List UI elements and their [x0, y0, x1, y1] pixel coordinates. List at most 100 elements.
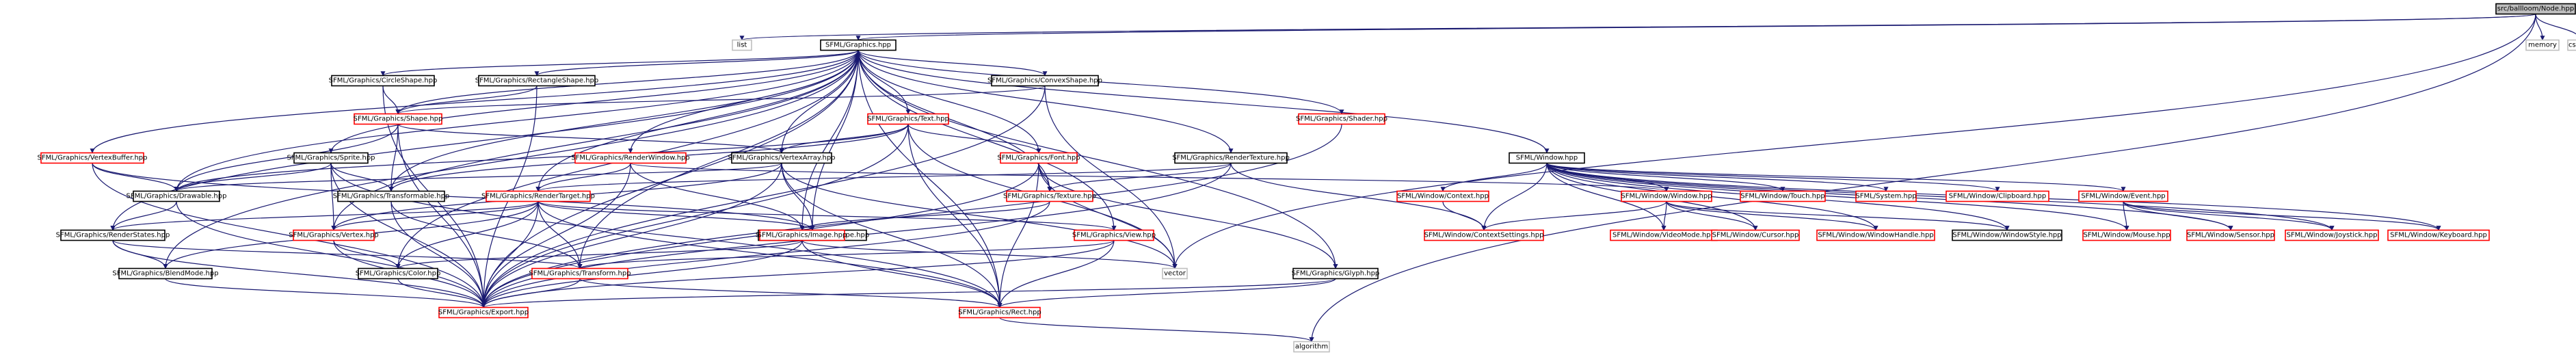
- edge-path: [534, 49, 859, 77]
- node-transformable[interactable]: SFML/Graphics/Transformable.hpp: [333, 190, 450, 202]
- node-box: [1711, 229, 1800, 241]
- edge-path: [858, 50, 1550, 154]
- edge-view-to-transform: [577, 239, 1115, 269]
- edge-vertex-to-color: [333, 240, 401, 269]
- edge-renderwindow-to-image: [630, 163, 805, 231]
- node-label: SFML/Graphics/Transformable.hpp: [333, 193, 450, 200]
- node-label: SFML/Graphics/RenderStates.hpp: [56, 232, 170, 239]
- edge-renderstates-to-export: [112, 240, 486, 308]
- node-convexshape[interactable]: SFML/Graphics/ConvexShape.hpp: [987, 75, 1102, 87]
- edge-path: [537, 200, 815, 231]
- node-label: SFML/Window/Cursor.hpp: [1712, 232, 1799, 239]
- node-wwindowstyle[interactable]: SFML/Window/WindowStyle.hpp: [1952, 229, 2062, 241]
- edge-root-to-graphics: [856, 13, 2536, 41]
- node-system[interactable]: SFML/System.hpp: [1855, 190, 1917, 202]
- node-export[interactable]: SFML/Graphics/Export.hpp: [438, 306, 529, 319]
- edge-path: [2123, 200, 2335, 231]
- edge-font-to-rect: [997, 163, 1039, 308]
- node-label: SFML/Window/Joystick.hpp: [2287, 232, 2378, 239]
- edge-graphics-to-sprite: [328, 50, 859, 154]
- node-label: SFML/Window.hpp: [1516, 155, 1578, 162]
- node-wwindow[interactable]: SFML/Window/Window.hpp: [1621, 190, 1712, 202]
- node-wcursor[interactable]: SFML/Window/Cursor.hpp: [1711, 229, 1800, 241]
- node-box: [2082, 229, 2171, 241]
- node-wclipboard[interactable]: SFML/Window/Clipboard.hpp: [1946, 190, 2049, 202]
- edge-path: [395, 85, 1046, 115]
- node-wkeyboard[interactable]: SFML/Window/Keyboard.hpp: [2387, 229, 2490, 241]
- node-box: [358, 267, 438, 280]
- node-wvideomode[interactable]: SFML/Window/VideoMode.hpp: [1610, 229, 1718, 241]
- node-renderstates[interactable]: SFML/Graphics/RenderStates.hpp: [56, 229, 170, 241]
- edge-sprite-to-transformable: [330, 163, 394, 192]
- node-wcontextsettings[interactable]: SFML/Window/ContextSettings.hpp: [1424, 229, 1544, 241]
- node-vertex[interactable]: SFML/Graphics/Vertex.hpp: [289, 229, 379, 241]
- edge-path: [1546, 162, 2126, 192]
- node-font[interactable]: SFML/Graphics/Font.hpp: [997, 152, 1080, 164]
- node-wcontext[interactable]: SFML/Window/Context.hpp: [1396, 190, 1489, 202]
- node-window[interactable]: SFML/Window.hpp: [1509, 152, 1585, 164]
- node-wsensor[interactable]: SFML/Window/Sensor.hpp: [2186, 229, 2275, 241]
- node-box: [1424, 229, 1544, 241]
- node-shader[interactable]: SFML/Graphics/Shader.hpp: [1296, 113, 1387, 125]
- edge-vertexbuffer-to-drawable: [92, 163, 179, 192]
- node-rectshape[interactable]: SFML/Graphics/RectangleShape.hpp: [475, 75, 599, 87]
- node-label: list: [737, 42, 747, 49]
- node-wmouse[interactable]: SFML/Window/Mouse.hpp: [2082, 229, 2171, 241]
- edge-path: [1481, 163, 1548, 231]
- node-wevent[interactable]: SFML/Window/Event.hpp: [2078, 190, 2168, 202]
- edge-convexshape-to-vector: [1044, 85, 1178, 269]
- node-sprite[interactable]: SFML/Graphics/Sprite.hpp: [287, 152, 375, 164]
- edge-path: [1546, 163, 2129, 231]
- node-vector[interactable]: vector: [1162, 267, 1188, 280]
- edge-transformable-to-export: [390, 201, 486, 308]
- edge-path: [1047, 163, 1232, 192]
- node-text[interactable]: SFML/Graphics/Text.hpp: [867, 113, 949, 125]
- edge-path: [331, 200, 539, 231]
- node-root[interactable]: src/ballloom/Node.hpp: [2495, 3, 2576, 15]
- node-algorithm[interactable]: algorithm: [1293, 341, 1330, 353]
- edge-path: [92, 163, 179, 192]
- node-view[interactable]: SFML/Graphics/View.hpp: [1072, 229, 1156, 241]
- node-wtouch[interactable]: SFML/Window/Touch.hpp: [1740, 190, 1826, 202]
- edge-graphics-to-drawable: [174, 50, 859, 192]
- node-image[interactable]: SFML/Graphics/Image.hpp: [758, 229, 847, 241]
- edge-text-to-font: [907, 124, 1041, 154]
- node-box: [1074, 229, 1154, 241]
- node-memory[interactable]: memory: [2525, 39, 2560, 51]
- node-transform[interactable]: SFML/Graphics/Transform.hpp: [529, 267, 631, 280]
- node-list[interactable]: list: [732, 39, 752, 51]
- node-vertexbuffer[interactable]: SFML/Graphics/VertexBuffer.hpp: [38, 152, 148, 164]
- node-rendertexture[interactable]: SFML/Graphics/RenderTexture.hpp: [1172, 152, 1290, 164]
- node-renderwindow[interactable]: SFML/Graphics/RenderWindow.hpp: [571, 152, 690, 164]
- node-cstdint[interactable]: cstdint: [2567, 39, 2576, 51]
- node-drawable[interactable]: SFML/Graphics/Drawable.hpp: [127, 190, 227, 202]
- node-vertexarray[interactable]: SFML/Graphics/VertexArray.hpp: [728, 152, 836, 164]
- edge-path: [330, 163, 1002, 308]
- node-graphics[interactable]: SFML/Graphics.hpp: [820, 39, 897, 51]
- node-label: SFML/Window/Event.hpp: [2081, 193, 2165, 200]
- node-shape[interactable]: SFML/Graphics/Shape.hpp: [354, 113, 443, 125]
- node-box: [331, 75, 435, 87]
- node-wwindowhandle[interactable]: SFML/Window/WindowHandle.hpp: [1816, 229, 1935, 241]
- node-glyph[interactable]: SFML/Graphics/Glyph.hpp: [1292, 267, 1380, 280]
- node-wjoystick[interactable]: SFML/Window/Joystick.hpp: [2285, 229, 2379, 241]
- node-label: SFML/Window/Context.hpp: [1397, 193, 1489, 200]
- edge-path: [858, 50, 1344, 115]
- edge-drawable-to-renderstates: [110, 201, 177, 231]
- edge-path: [112, 239, 583, 269]
- edge-path: [537, 201, 583, 269]
- node-box: [759, 229, 845, 241]
- node-circleshape[interactable]: SFML/Graphics/CircleShape.hpp: [329, 75, 438, 87]
- edge-graphics-to-rendertexture: [858, 50, 1234, 154]
- node-blendmode[interactable]: SFML/Graphics/BlendMode.hpp: [112, 267, 219, 280]
- edge-root-to-list: [740, 13, 2536, 41]
- node-rendertarget[interactable]: SFML/Graphics/RenderTarget.hpp: [481, 190, 595, 202]
- edge-path: [395, 201, 539, 269]
- edge-path: [577, 239, 1115, 269]
- edge-rendertarget-to-color: [395, 201, 539, 269]
- node-color[interactable]: SFML/Graphics/Color.hpp: [356, 267, 441, 280]
- edge-path: [630, 163, 805, 231]
- edge-path: [395, 85, 537, 115]
- node-rect[interactable]: SFML/Graphics/Rect.hpp: [958, 306, 1041, 319]
- node-texture[interactable]: SFML/Graphics/Texture.hpp: [1003, 190, 1096, 202]
